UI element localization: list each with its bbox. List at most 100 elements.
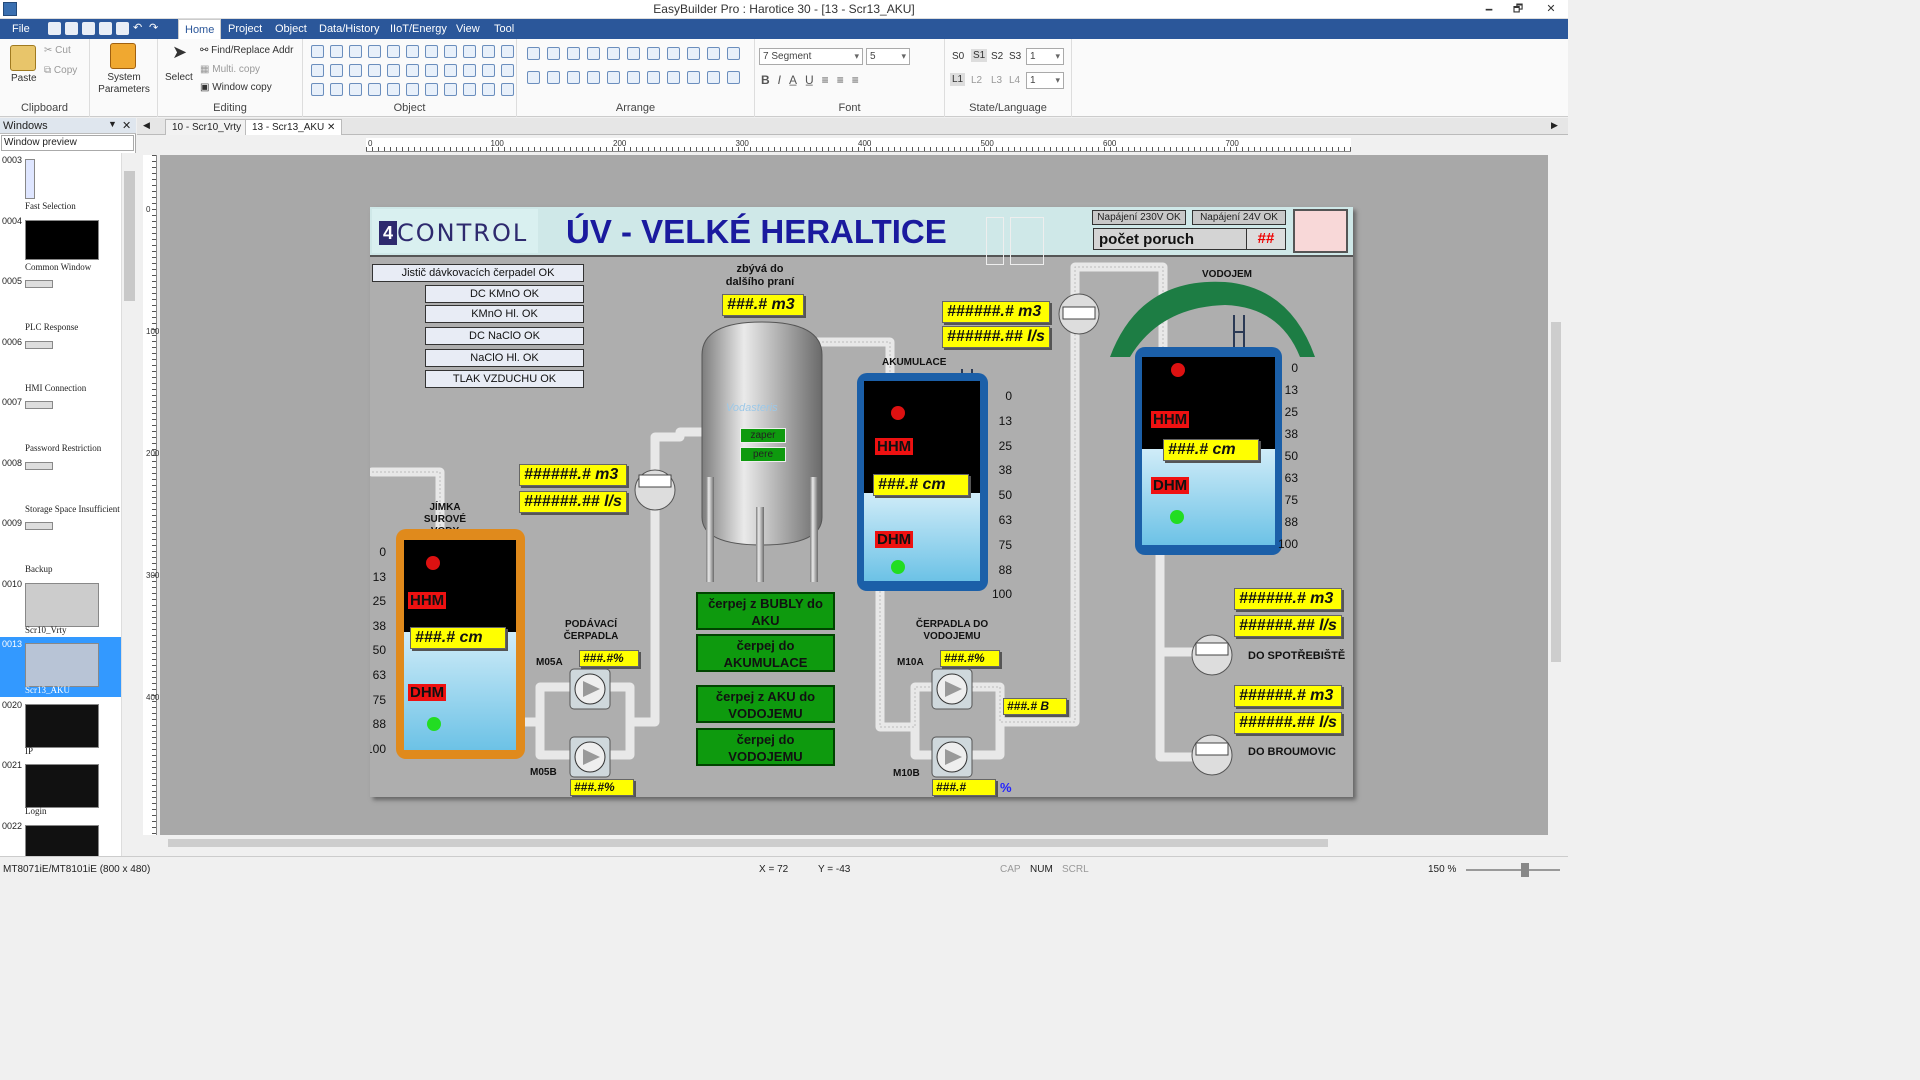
language-l3[interactable]: L3 bbox=[991, 75, 1003, 86]
menu-data-history[interactable]: Data/History bbox=[319, 23, 380, 35]
object-tool-icon[interactable] bbox=[330, 64, 343, 77]
tab-close-icon[interactable]: ✕ bbox=[327, 122, 336, 133]
zoom-slider[interactable] bbox=[1466, 869, 1560, 871]
maximize-button[interactable]: 🗗 bbox=[1512, 3, 1524, 15]
arrange-tool-icon[interactable] bbox=[647, 71, 660, 84]
save-all-icon[interactable] bbox=[65, 22, 78, 35]
arrange-tool-icon[interactable] bbox=[587, 47, 600, 60]
paste-icon[interactable] bbox=[10, 45, 36, 71]
language-spinner[interactable]: 1 bbox=[1026, 72, 1064, 89]
arrange-tool-icon[interactable] bbox=[667, 71, 680, 84]
arrange-tool-icon[interactable] bbox=[527, 47, 540, 60]
object-tool-icon[interactable] bbox=[387, 45, 400, 58]
state-s2[interactable]: S2 bbox=[991, 51, 1004, 62]
object-tool-icon[interactable] bbox=[501, 64, 514, 77]
gear-icon[interactable] bbox=[110, 43, 136, 69]
canvas-vertical-scrollbar[interactable] bbox=[1548, 152, 1564, 837]
paste-button[interactable]: Paste bbox=[11, 73, 37, 84]
menu-object[interactable]: Object bbox=[275, 23, 307, 35]
copy-button[interactable]: ⧉ Copy bbox=[44, 65, 78, 76]
arrange-tool-icon[interactable] bbox=[607, 47, 620, 60]
menu-view[interactable]: View bbox=[456, 23, 480, 35]
object-tool-icon[interactable] bbox=[387, 64, 400, 77]
object-tool-icon[interactable] bbox=[425, 45, 438, 58]
language-l1[interactable]: L1 bbox=[950, 73, 966, 86]
pump-bubla-to-aku-button[interactable]: čerpej z BUBLY do AKU bbox=[696, 592, 835, 630]
object-tool-icon[interactable] bbox=[482, 64, 495, 77]
tools-icon[interactable] bbox=[82, 22, 95, 35]
pump-to-akumulace-button[interactable]: čerpej do AKUMULACE bbox=[696, 634, 835, 672]
app-icon[interactable] bbox=[3, 2, 17, 16]
arrange-tool-icon[interactable] bbox=[547, 47, 560, 60]
state-s1[interactable]: S1 bbox=[971, 49, 988, 62]
object-tool-icon[interactable] bbox=[425, 64, 438, 77]
window-preview-select[interactable]: Window preview bbox=[1, 135, 134, 151]
alarm-lamp[interactable] bbox=[1293, 209, 1348, 253]
hmi-screen[interactable]: 4 CONTROL ÚV - VELKÉ HERALTICE Napájení … bbox=[370, 207, 1353, 797]
object-tool-icon[interactable] bbox=[444, 83, 457, 96]
arrange-tool-icon[interactable] bbox=[527, 71, 540, 84]
menu-tool[interactable]: Tool bbox=[494, 23, 515, 35]
menu-project[interactable]: Project bbox=[228, 23, 263, 35]
object-tool-icon[interactable] bbox=[368, 83, 381, 96]
zoom-slider-handle[interactable] bbox=[1521, 863, 1529, 877]
object-tool-icon[interactable] bbox=[463, 64, 476, 77]
arrange-tool-icon[interactable] bbox=[567, 71, 580, 84]
menu-file[interactable]: File bbox=[12, 23, 30, 35]
object-tool-icon[interactable] bbox=[501, 45, 514, 58]
compile-icon[interactable] bbox=[99, 22, 112, 35]
arrange-tool-icon[interactable] bbox=[627, 71, 640, 84]
font-face-select[interactable]: 7 Segment bbox=[759, 48, 863, 65]
state-s3[interactable]: S3 bbox=[1009, 51, 1022, 62]
object-tool-icon[interactable] bbox=[463, 45, 476, 58]
state-spinner[interactable]: 1 bbox=[1026, 48, 1064, 65]
scrollbar-thumb[interactable] bbox=[124, 171, 135, 301]
object-tool-icon[interactable] bbox=[349, 64, 362, 77]
tab-scr13-aku[interactable]: 13 - Scr13_AKU ✕ bbox=[245, 119, 343, 135]
object-tool-icon[interactable] bbox=[349, 45, 362, 58]
multi-copy-button[interactable]: ▦ Multi. copy bbox=[200, 64, 261, 75]
state-s0[interactable]: S0 bbox=[952, 51, 965, 62]
arrange-tool-icon[interactable] bbox=[667, 47, 680, 60]
arrange-tool-icon[interactable] bbox=[727, 71, 740, 84]
select-arrow-icon[interactable]: ➤ bbox=[172, 42, 188, 62]
arrange-tool-icon[interactable] bbox=[727, 47, 740, 60]
canvas-horizontal-scrollbar[interactable] bbox=[160, 836, 1548, 850]
object-tool-icon[interactable] bbox=[311, 45, 324, 58]
object-tool-icon[interactable] bbox=[349, 83, 362, 96]
tab-scr10-vrty[interactable]: 10 - Scr10_Vrty bbox=[165, 119, 249, 135]
arrange-tool-icon[interactable] bbox=[647, 47, 660, 60]
object-tool-icon[interactable] bbox=[330, 45, 343, 58]
arrange-tool-icon[interactable] bbox=[607, 71, 620, 84]
object-tool-icon[interactable] bbox=[406, 64, 419, 77]
window-list-scrollbar[interactable] bbox=[121, 153, 136, 856]
redo-icon[interactable]: ↷ bbox=[149, 22, 159, 34]
arrange-tool-icon[interactable] bbox=[687, 47, 700, 60]
language-l2[interactable]: L2 bbox=[971, 75, 983, 86]
object-tool-icon[interactable] bbox=[501, 83, 514, 96]
tab-scroll-left-icon[interactable]: ◀ bbox=[143, 120, 150, 130]
arrange-tool-icon[interactable] bbox=[707, 71, 720, 84]
object-tool-icon[interactable] bbox=[368, 45, 381, 58]
object-tool-icon[interactable] bbox=[311, 64, 324, 77]
panel-menu-icon[interactable]: ▼ bbox=[108, 119, 117, 129]
download-icon[interactable] bbox=[116, 22, 129, 35]
arrange-tool-icon[interactable] bbox=[587, 71, 600, 84]
object-tool-icon[interactable] bbox=[482, 45, 495, 58]
arrange-tool-icon[interactable] bbox=[567, 47, 580, 60]
window-copy-button[interactable]: ▣ Window copy bbox=[200, 82, 272, 93]
menu-iiot-energy[interactable]: IIoT/Energy bbox=[390, 23, 447, 35]
object-tool-icon[interactable] bbox=[425, 83, 438, 96]
panel-close-icon[interactable]: ✕ bbox=[122, 120, 132, 132]
tab-scroll-right-icon[interactable]: ▶ bbox=[1551, 120, 1558, 130]
menu-home[interactable]: Home bbox=[178, 19, 222, 39]
scrollbar-thumb[interactable] bbox=[1551, 322, 1561, 662]
